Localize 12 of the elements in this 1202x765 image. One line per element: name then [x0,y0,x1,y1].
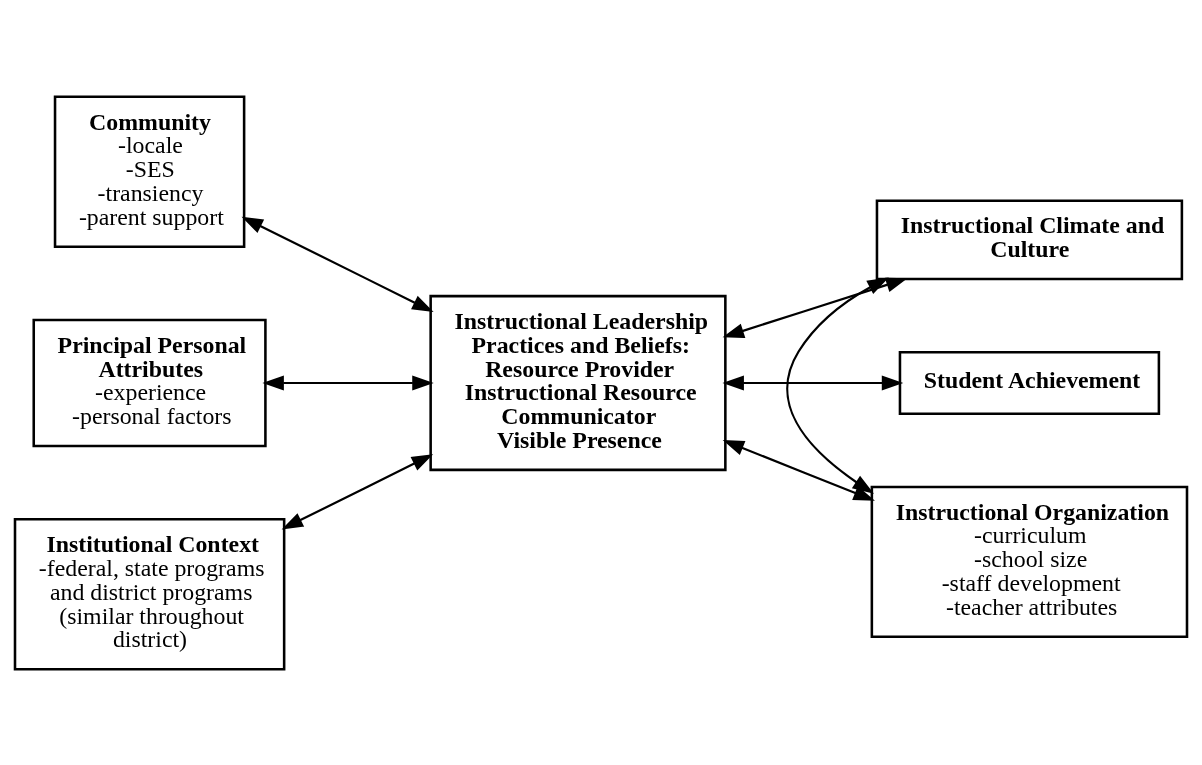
arrow [722,375,904,390]
node-box: Community -locale -SES -transiency -parent support [53,95,246,248]
arrow [281,453,434,529]
node-box: Institutional Context -federal, state programs and district programs (similar throughout district) [13,517,286,670]
arrow [722,439,875,501]
arrow [262,375,434,390]
node-box: Instructional Leadership Practices and Beliefs: Resource Provider Instructional Resource Communicator Visible Presence [429,294,727,471]
arrow [241,216,434,312]
node-box: Instructional Climate and Culture [875,198,1184,280]
node-box: Principal Personal Attributes -experience -personal factors [32,318,267,447]
node-box: Student Achievement [898,350,1161,415]
node-box: Instructional Organization -curriculum -school size -staff development -teacher attributes [870,485,1189,638]
